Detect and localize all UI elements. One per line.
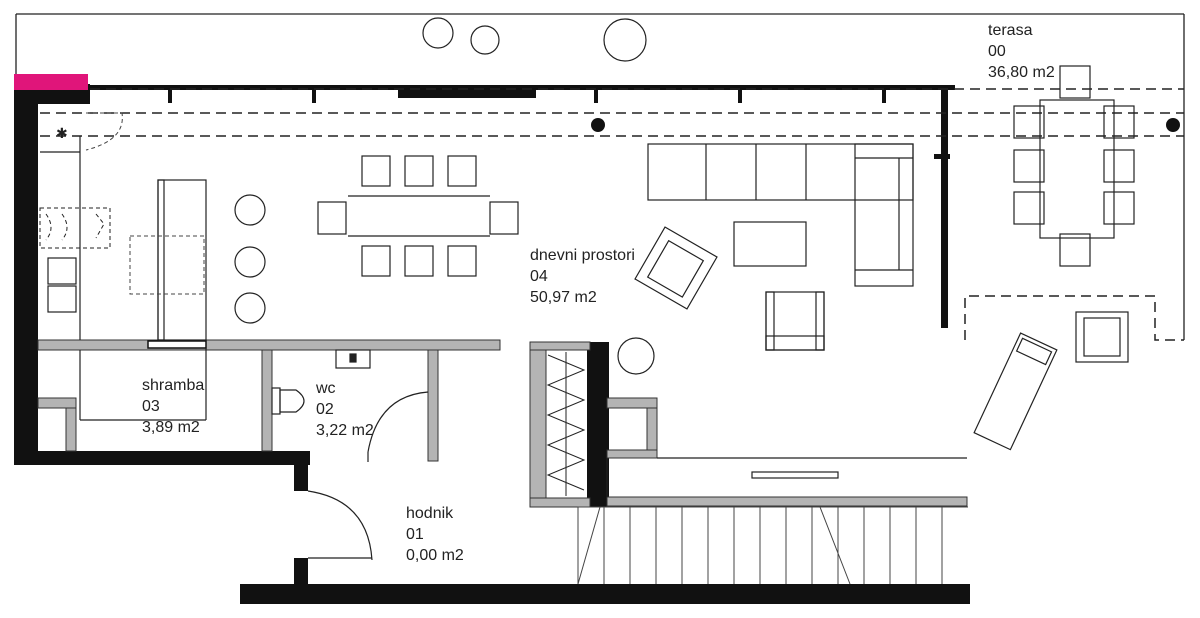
accent-wall bbox=[14, 74, 88, 90]
terrace-armchair bbox=[1075, 311, 1129, 363]
stair-outline bbox=[577, 506, 968, 584]
terrace-table bbox=[1013, 65, 1135, 267]
stair-break-line bbox=[577, 506, 601, 585]
sun-lounger bbox=[973, 332, 1058, 451]
toilet-icon bbox=[271, 387, 305, 415]
room-label-dnevni-prostori: dnevni prostori 04 50,97 m2 bbox=[530, 245, 635, 308]
door-swing-icon bbox=[307, 490, 373, 561]
room-label-terasa: terasa 00 36,80 m2 bbox=[988, 20, 1055, 83]
room-number: 00 bbox=[988, 43, 1006, 60]
room-area: 3,89 m2 bbox=[142, 419, 200, 436]
sliding-door bbox=[147, 340, 207, 349]
armchair bbox=[765, 291, 825, 351]
stair-well bbox=[546, 352, 586, 496]
railing bbox=[606, 457, 967, 497]
room-number: 02 bbox=[316, 401, 334, 418]
coffee-table bbox=[733, 221, 807, 267]
overhang-lines bbox=[40, 88, 1184, 341]
side-table bbox=[617, 337, 655, 375]
plot-boundary bbox=[15, 13, 1185, 340]
room-number: 01 bbox=[406, 526, 424, 543]
room-name: dnevni prostori bbox=[530, 247, 635, 264]
room-area: 0,00 m2 bbox=[406, 547, 464, 564]
room-area: 36,80 m2 bbox=[988, 64, 1055, 81]
tree-icon bbox=[422, 17, 647, 62]
door-swing-icon bbox=[85, 112, 123, 151]
kitchen bbox=[40, 136, 207, 341]
column-icon bbox=[591, 118, 1180, 132]
room-name: hodnik bbox=[406, 505, 454, 522]
room-number: 03 bbox=[142, 398, 160, 415]
shelves bbox=[79, 348, 207, 421]
door-swing-icon bbox=[367, 391, 429, 462]
sink-icon bbox=[335, 349, 371, 369]
room-label-hodnik: hodnik 01 0,00 m2 bbox=[406, 503, 464, 566]
kitchen-island-outline bbox=[129, 235, 205, 295]
armchair-angled bbox=[634, 226, 718, 310]
room-name: shramba bbox=[142, 377, 205, 394]
room-name: wc bbox=[316, 380, 336, 397]
extractor-icon: ✱ bbox=[56, 126, 68, 142]
stair-break-line bbox=[819, 506, 851, 585]
room-label-shramba: shramba 03 3,89 m2 bbox=[142, 375, 204, 438]
room-label-wc: wc 02 3,22 m2 bbox=[316, 378, 374, 441]
sofa bbox=[647, 143, 914, 287]
room-number: 04 bbox=[530, 268, 548, 285]
room-area: 3,22 m2 bbox=[316, 422, 374, 439]
room-name: terasa bbox=[988, 22, 1033, 39]
stove-icon bbox=[39, 207, 111, 249]
room-area: 50,97 m2 bbox=[530, 289, 597, 306]
dining-set bbox=[317, 155, 519, 277]
staircase-icon bbox=[577, 506, 968, 585]
interior-partitions bbox=[37, 339, 968, 508]
window-posts bbox=[168, 85, 886, 103]
bar-stools bbox=[234, 194, 266, 324]
